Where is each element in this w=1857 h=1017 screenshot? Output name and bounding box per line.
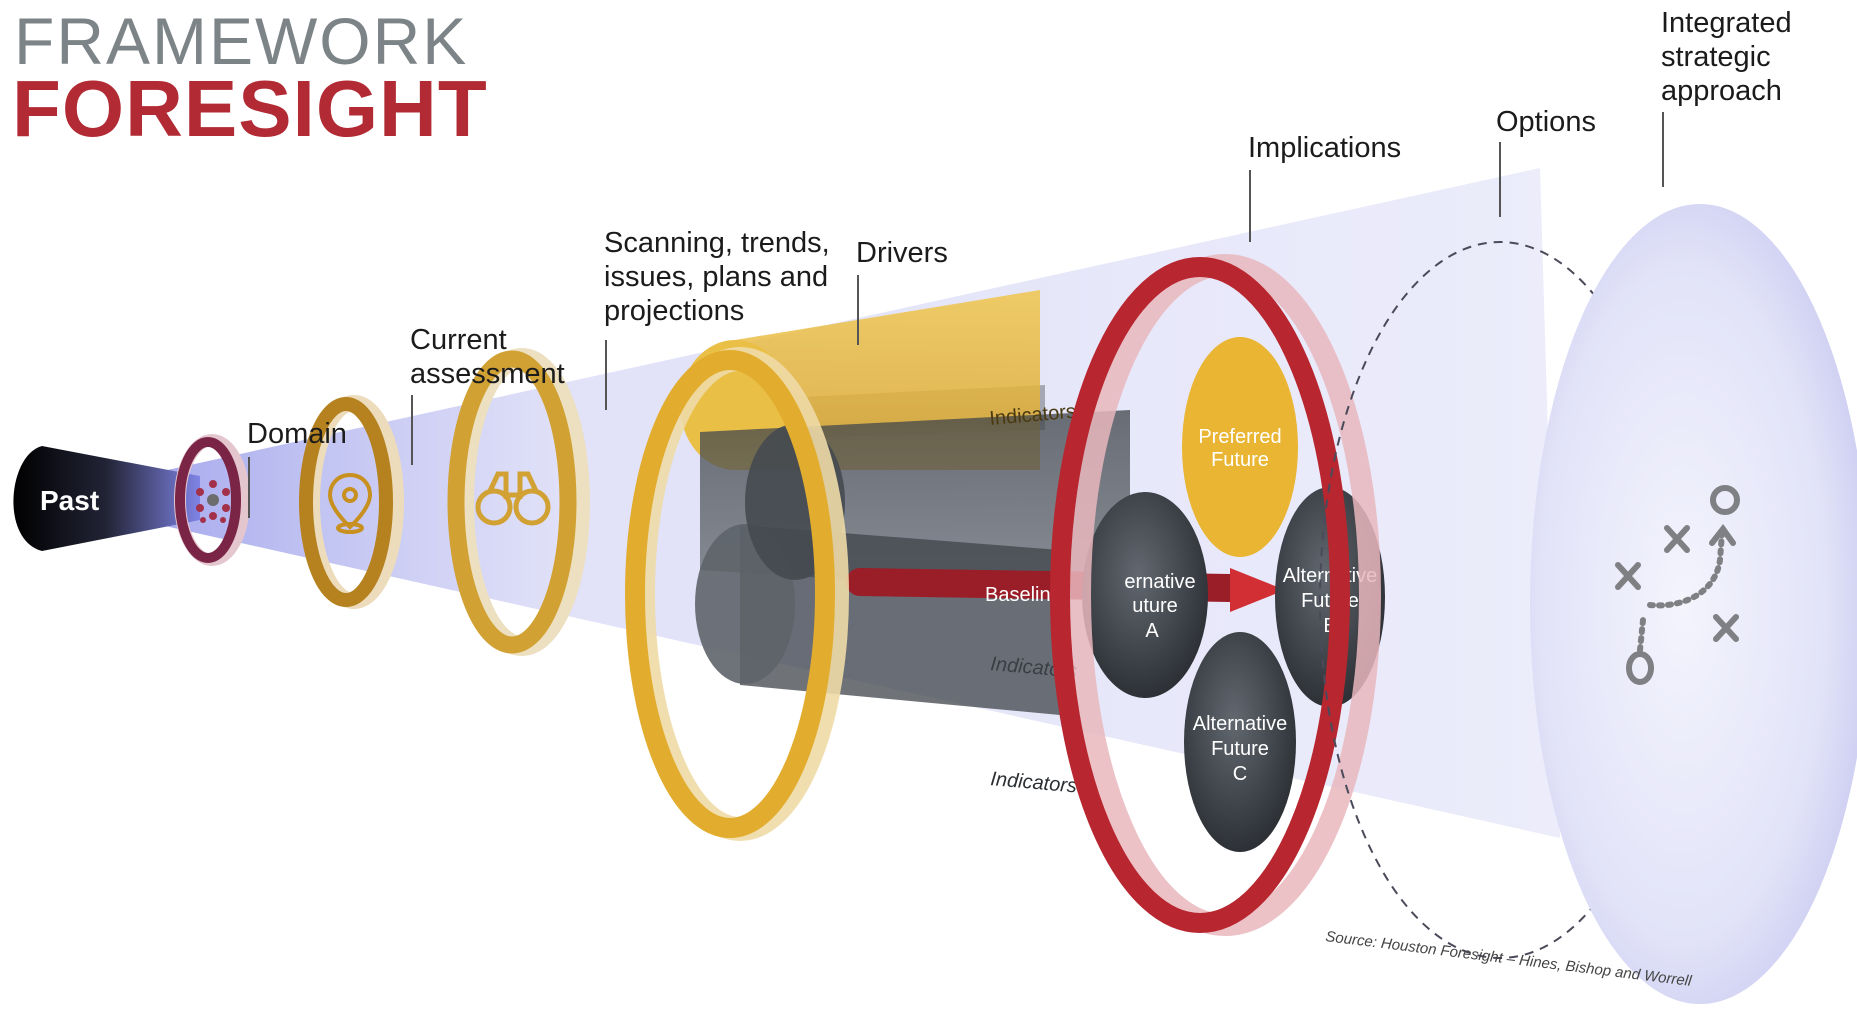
- scanning-label-1: Scanning, trends,: [604, 227, 830, 259]
- leader-lines: [248, 112, 1664, 518]
- integrated-label-2: strategic: [1661, 41, 1771, 73]
- location-pin-icon: [327, 472, 373, 534]
- alt-c-line3: C: [1233, 763, 1247, 785]
- implications-ring: [1050, 257, 1350, 933]
- drivers-label: Drivers: [856, 237, 948, 269]
- drivers-ring: [625, 350, 835, 838]
- preferred-future-ball: [1182, 337, 1298, 557]
- alt-c-line2: Future: [1211, 738, 1269, 760]
- scanning-label-2: issues, plans and: [604, 261, 828, 293]
- indicators-bottom-label: Indicators: [990, 768, 1078, 797]
- alternative-future-a-ball: [1082, 492, 1208, 698]
- current-assessment-ring: [299, 397, 393, 607]
- alt-c-line1: Alternative: [1193, 713, 1288, 735]
- implications-label: Implications: [1248, 132, 1401, 164]
- preferred-line2: Future: [1211, 449, 1269, 471]
- dot-cluster-icon: [196, 480, 230, 523]
- strategy-play-icon: [1615, 485, 1740, 685]
- alternative-future-c-ball: [1184, 632, 1296, 852]
- title-foresight: FORESIGHT: [12, 64, 488, 153]
- domain-label: Domain: [247, 418, 347, 450]
- title-framework: FRAMEWORK: [14, 4, 468, 78]
- scanning-ring: [447, 350, 577, 654]
- binoculars-icon: [475, 471, 551, 526]
- integrated-approach-disc: [1530, 204, 1857, 1004]
- alt-a-line2: uture: [1132, 595, 1178, 617]
- current-assessment-label-1: Current: [410, 324, 507, 356]
- preferred-line1: Preferred: [1198, 426, 1281, 448]
- integrated-label-1: Integrated: [1661, 7, 1792, 39]
- alt-a-line3: A: [1145, 620, 1159, 642]
- past-shape: [13, 446, 201, 551]
- alt-a-line1: ernative: [1124, 571, 1195, 593]
- scanning-label-3: projections: [604, 295, 744, 327]
- domain-ring: [175, 437, 241, 563]
- integrated-label-3: approach: [1661, 75, 1782, 107]
- current-assessment-label-2: assessment: [410, 358, 565, 390]
- options-label: Options: [1496, 106, 1596, 138]
- past-label: Past: [40, 485, 99, 516]
- baseline-label: Baseline: [985, 584, 1062, 606]
